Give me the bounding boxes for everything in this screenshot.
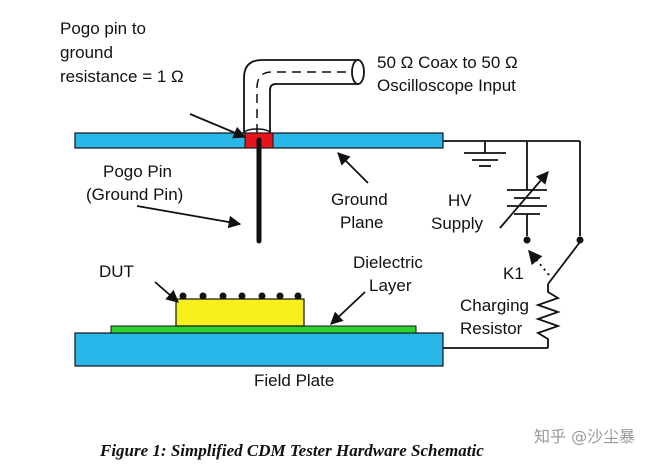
label-dut: DUT bbox=[99, 262, 134, 281]
label-coax-2: Oscilloscope Input bbox=[377, 76, 516, 95]
label-ground-plane-1: Ground bbox=[331, 190, 388, 209]
hv-variable-arrow bbox=[499, 171, 549, 229]
k1-contact-right bbox=[576, 236, 584, 244]
label-pogo-resistance-1: Pogo pin to bbox=[60, 19, 146, 38]
dut-body bbox=[175, 298, 305, 327]
pointer-arrows bbox=[136, 113, 369, 325]
label-dielectric-1: Dielectric bbox=[353, 253, 423, 272]
watermark: 知乎 @沙尘暴 bbox=[534, 427, 635, 446]
label-k1: K1 bbox=[503, 264, 524, 283]
label-hv-1: HV bbox=[448, 191, 472, 210]
label-pogo-pin-2: (Ground Pin) bbox=[86, 185, 183, 204]
dut-pins bbox=[179, 292, 302, 300]
label-charging-2: Resistor bbox=[460, 319, 523, 338]
label-coax-1: 50 Ω Coax to 50 Ω bbox=[377, 53, 518, 72]
label-pogo-pin-1: Pogo Pin bbox=[103, 162, 172, 181]
label-dielectric-2: Layer bbox=[369, 276, 412, 295]
coax-cable bbox=[243, 59, 365, 138]
label-pogo-resistance-2: ground bbox=[60, 43, 113, 62]
label-charging-1: Charging bbox=[460, 296, 529, 315]
k1-actuator-arrow bbox=[528, 249, 550, 276]
circuit-wires bbox=[443, 140, 581, 349]
k1-contact-left bbox=[523, 236, 531, 244]
figure-caption: Figure 1: Simplified CDM Tester Hardware… bbox=[99, 441, 484, 460]
label-field-plate: Field Plate bbox=[254, 371, 334, 390]
label-pogo-resistance-3: resistance = 1 Ω bbox=[60, 67, 184, 86]
label-hv-2: Supply bbox=[431, 214, 483, 233]
field-plate bbox=[74, 332, 444, 367]
label-ground-plane-2: Plane bbox=[340, 213, 383, 232]
dielectric-layer bbox=[110, 325, 417, 334]
